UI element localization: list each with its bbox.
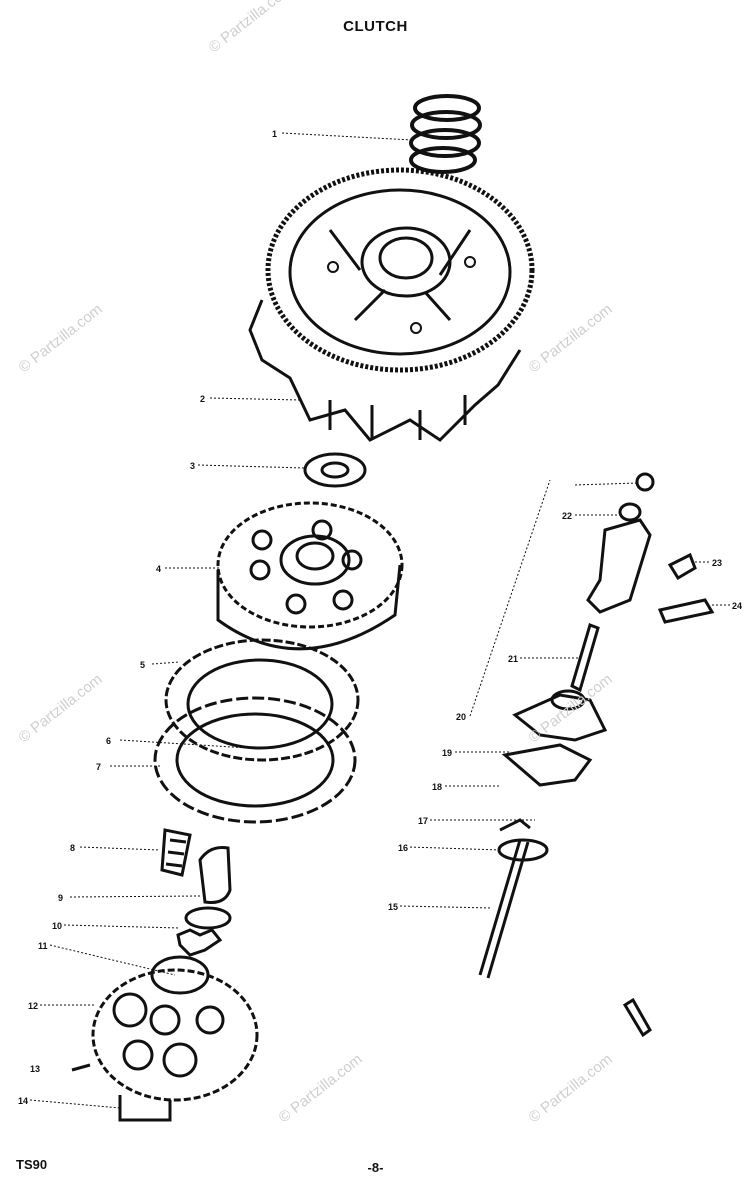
gear-hub-icon <box>216 501 404 651</box>
page-number: -8- <box>367 1160 384 1175</box>
clutch-plate-icon <box>153 638 360 824</box>
callout: 21 <box>508 654 518 664</box>
callout: 14 <box>18 1096 28 1106</box>
callout: 11 <box>38 941 48 951</box>
callout: 13 <box>30 1064 40 1074</box>
callout: 10 <box>52 921 62 931</box>
model-code: TS90 <box>16 1157 48 1172</box>
lever-icon <box>499 472 715 832</box>
callout: 2 <box>200 394 205 404</box>
callout: 3 <box>190 461 195 471</box>
callout: 23 <box>712 558 722 568</box>
callout: 9 <box>58 893 63 903</box>
callout: 17 <box>418 816 428 826</box>
pressure-plate-icon <box>71 968 259 1122</box>
callout: 24 <box>732 601 742 611</box>
gear-basket-icon <box>248 167 535 442</box>
leader-lines <box>29 132 730 1109</box>
callout: 16 <box>398 843 408 853</box>
callout: 5 <box>140 660 145 670</box>
callout: 4 <box>156 564 161 574</box>
bolt-icon <box>150 828 232 995</box>
page-title: CLUTCH <box>343 18 408 35</box>
callout: 15 <box>388 902 398 912</box>
callout: 6 <box>106 736 111 746</box>
callout: 7 <box>96 762 101 772</box>
callout: 18 <box>432 782 442 792</box>
callout: 20 <box>456 712 466 722</box>
callout: 22 <box>562 511 572 521</box>
callout: 1 <box>272 129 277 139</box>
coil-spring-icon <box>409 94 482 174</box>
callout: 19 <box>442 748 452 758</box>
rod-icon <box>478 838 652 1038</box>
callout: 8 <box>70 843 75 853</box>
callout: 12 <box>28 1001 38 1011</box>
washer-icon <box>303 452 367 488</box>
